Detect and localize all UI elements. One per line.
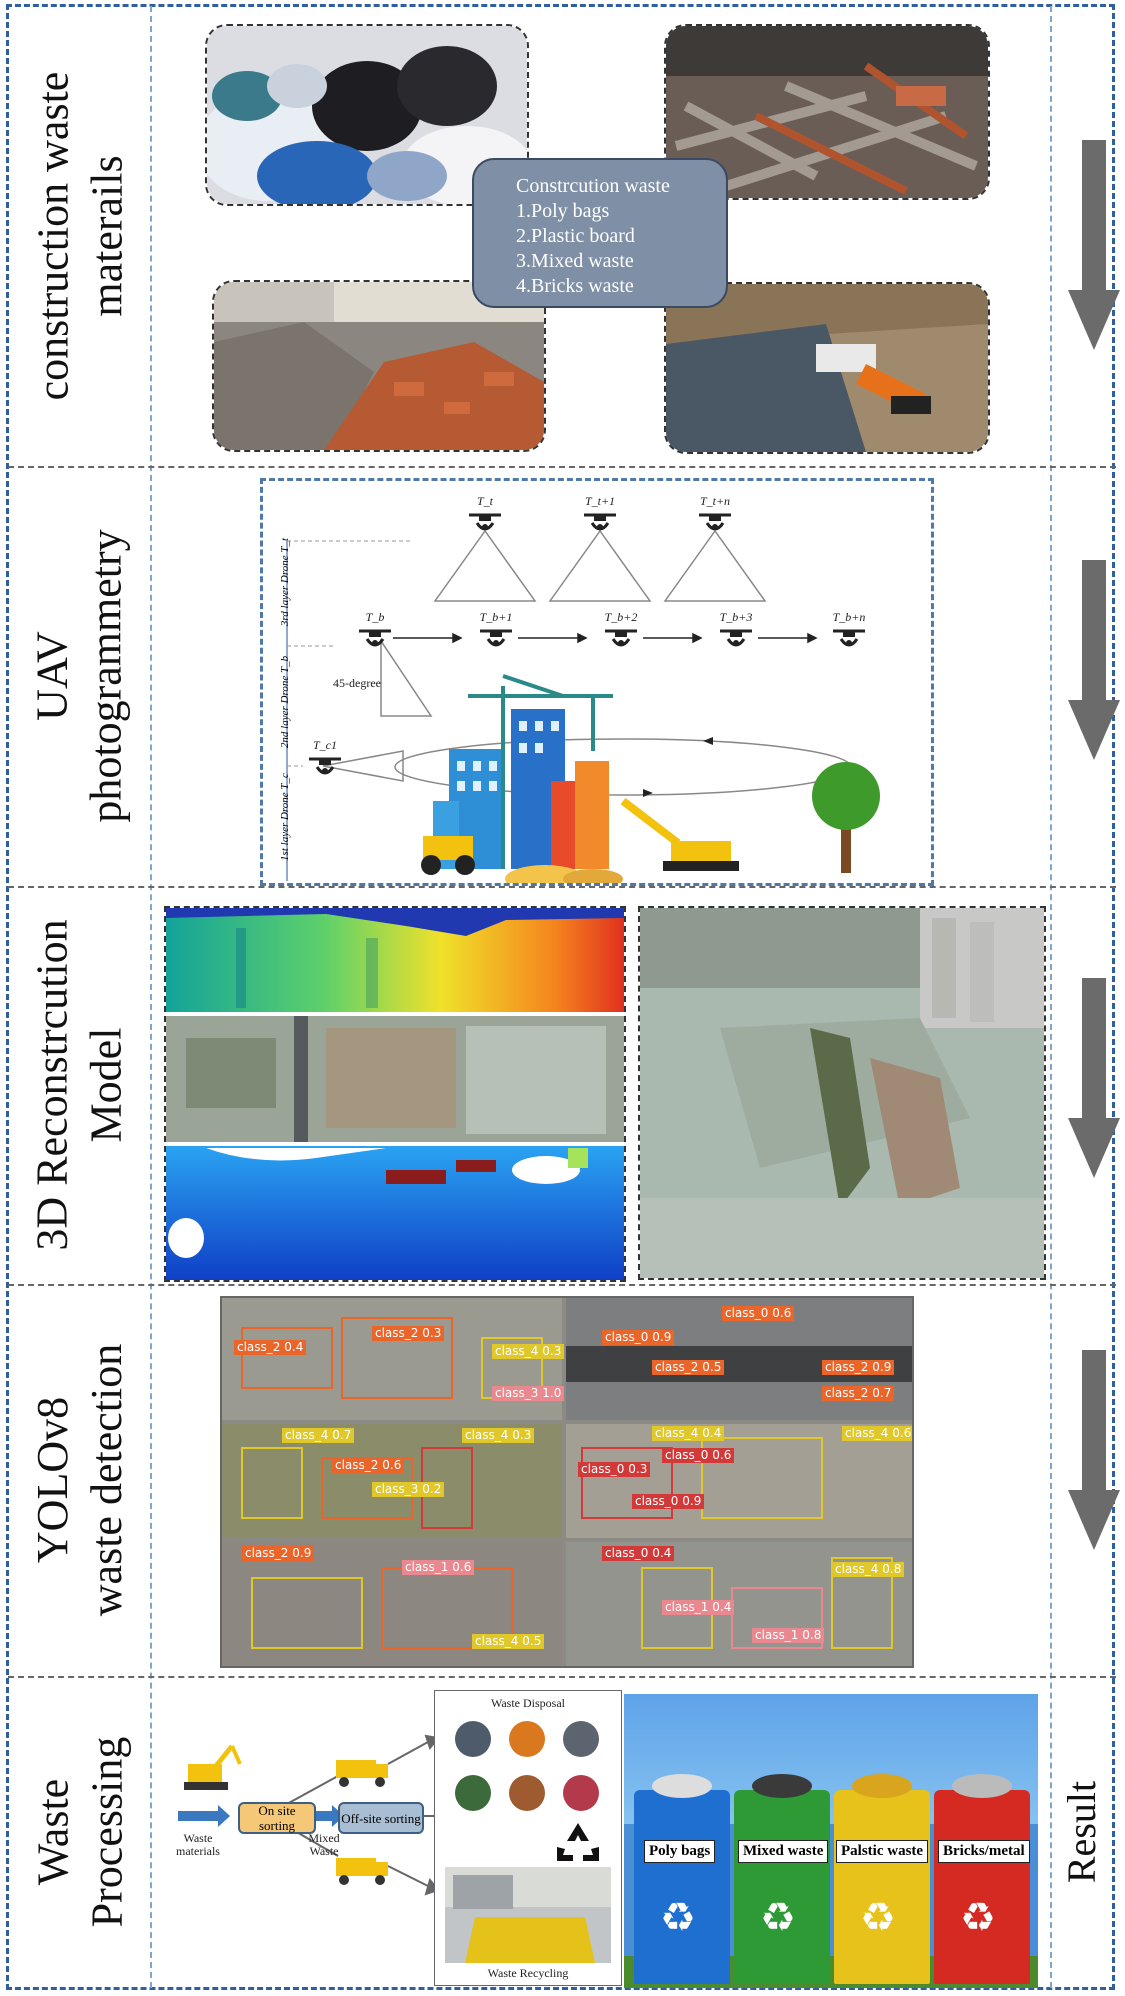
detection-tag: class_0 0.3 [578, 1462, 651, 1477]
result-label: Result [1059, 1780, 1105, 1884]
drone-icon [478, 627, 514, 658]
bin-mixed-waste: Mixed waste ♻ [734, 1774, 830, 1984]
right-column-divider [1050, 6, 1052, 1988]
bin-palstic-waste: Palstic waste ♻ [834, 1774, 930, 1984]
down-arrow-icon [1068, 140, 1120, 350]
bin-bricks-metal: Bricks/metal ♻ [934, 1774, 1030, 1984]
waste-materials-label: Waste materials [176, 1831, 220, 1858]
detection-tag: class_3 0.2 [372, 1482, 445, 1497]
detection-tag: class_0 0.6 [662, 1448, 735, 1463]
drone-icon [603, 627, 639, 658]
layer-label: 1st layer Drone T_c [279, 773, 291, 861]
detection-tag: class_4 0.3 [462, 1428, 535, 1443]
drone-icon [467, 511, 503, 542]
drone-label: T_b+3 [719, 610, 753, 624]
detection-tag: class_2 0.6 [332, 1458, 405, 1473]
off-site-sorting-box: Off-site sorting [338, 1802, 424, 1834]
down-arrow-icon [1068, 978, 1120, 1178]
drone-label: T_b [365, 610, 385, 624]
row-divider [8, 1284, 1116, 1286]
row-divider [8, 1676, 1116, 1678]
drone-icon [697, 511, 733, 542]
recycle-icon [553, 1821, 603, 1874]
outer-frame [6, 4, 1115, 1990]
recycle-icon: ♻ [960, 1895, 996, 1940]
recycle-icon: ♻ [660, 1895, 696, 1940]
disposal-recycling-box: Waste Disposal Waste Recycling [434, 1690, 622, 1986]
detection-tag: class_4 0.3 [492, 1344, 565, 1359]
mixed-waste-label: Mixed Waste [308, 1831, 340, 1858]
uav-diagram: T_t T_t+1 T_t+n T_b T_b+1 T_b+2 T_b+3 T_… [260, 478, 934, 886]
detection-tag: class_4 0.7 [282, 1428, 355, 1443]
recycling-bins-photo: Poly bags ♻ Mixed waste ♻ Palstic waste … [624, 1694, 1038, 1988]
left-column-divider [150, 6, 152, 1988]
drone-icon [357, 627, 393, 658]
detection-tag: class_2 0.4 [234, 1340, 307, 1355]
detection-tag: class_2 0.5 [652, 1360, 725, 1375]
detection-tag: class_2 0.7 [822, 1386, 895, 1401]
drone-label: T_c1 [313, 738, 337, 752]
detection-tag: class_4 0.6 [842, 1426, 912, 1441]
drone-label: T_t+n [699, 494, 731, 508]
depth-map-panel [164, 906, 626, 1282]
layer-label: 3rd layer Drone T_t [279, 537, 291, 627]
recycle-icon: ♻ [860, 1895, 896, 1940]
recycle-icon: ♻ [760, 1895, 796, 1940]
detection-tag: class_0 0.9 [602, 1330, 675, 1345]
down-arrow-icon [1068, 1350, 1120, 1550]
drone-icon [718, 627, 754, 658]
detection-tag: class_3 1.0 [492, 1386, 565, 1401]
detection-tag: class_0 0.6 [722, 1306, 795, 1321]
row-divider [8, 886, 1116, 888]
photo-bricks-waste [664, 282, 990, 454]
yolo-detection-grid: class_2 0.4 class_2 0.3 class_4 0.3 clas… [220, 1296, 914, 1668]
waste-recycling-title: Waste Recycling [487, 1966, 569, 1980]
detection-tag: class_2 0.9 [822, 1360, 895, 1375]
detection-tag: class_2 0.9 [242, 1546, 315, 1561]
angle-label: 45-degree [333, 676, 381, 690]
drone-label: T_b+2 [604, 610, 638, 624]
detection-tag: class_4 0.5 [472, 1634, 545, 1649]
detection-tag: class_0 0.9 [632, 1494, 705, 1509]
waste-disposal-title: Waste Disposal [490, 1696, 566, 1710]
drone-icon [307, 755, 343, 786]
detection-tag: class_4 0.8 [832, 1562, 905, 1577]
drone-label: T_b+n [832, 610, 866, 624]
drone-icon [582, 511, 618, 542]
drone-icon [831, 627, 867, 658]
row-divider [8, 466, 1116, 468]
materials-callout: Constrcution waste 1.Poly bags 2.Plastic… [472, 158, 728, 308]
detection-tag: class_1 0.4 [662, 1600, 735, 1615]
on-site-sorting-box: On site sorting [238, 1802, 316, 1834]
down-arrow-icon [1068, 560, 1120, 760]
detection-tag: class_1 0.8 [752, 1628, 825, 1643]
layer-label: 2nd layer Drone T_b [279, 655, 291, 749]
detection-tag: class_2 0.3 [372, 1326, 445, 1341]
drone-label: T_t [476, 494, 493, 508]
photo-poly-bags [205, 24, 529, 206]
detection-tag: class_4 0.4 [652, 1426, 725, 1441]
detection-tag: class_1 0.6 [402, 1560, 475, 1575]
drone-label: T_t+1 [584, 494, 616, 508]
aerial-model-panel [638, 906, 1046, 1280]
detection-tag: class_0 0.4 [602, 1546, 675, 1561]
bin-poly-bags: Poly bags ♻ [634, 1774, 730, 1984]
drone-label: T_b+1 [479, 610, 513, 624]
